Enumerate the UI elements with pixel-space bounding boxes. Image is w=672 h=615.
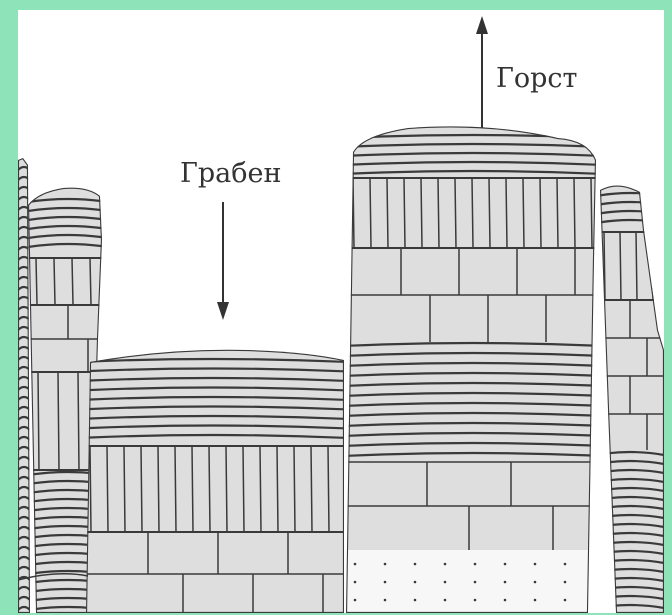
diagram-panel: Грабен Горст	[18, 10, 664, 613]
horst-graben-diagram: Грабен Горст	[18, 10, 664, 613]
left-edge-block	[18, 158, 30, 613]
graben-block	[78, 350, 348, 613]
rock-blocks	[18, 126, 664, 613]
horst-block	[343, 126, 603, 613]
graben-arrow	[217, 202, 229, 320]
right-block	[596, 185, 664, 613]
horst-label: Горст	[496, 63, 577, 94]
graben-label: Грабен	[180, 158, 282, 189]
horst-arrow	[476, 16, 488, 128]
